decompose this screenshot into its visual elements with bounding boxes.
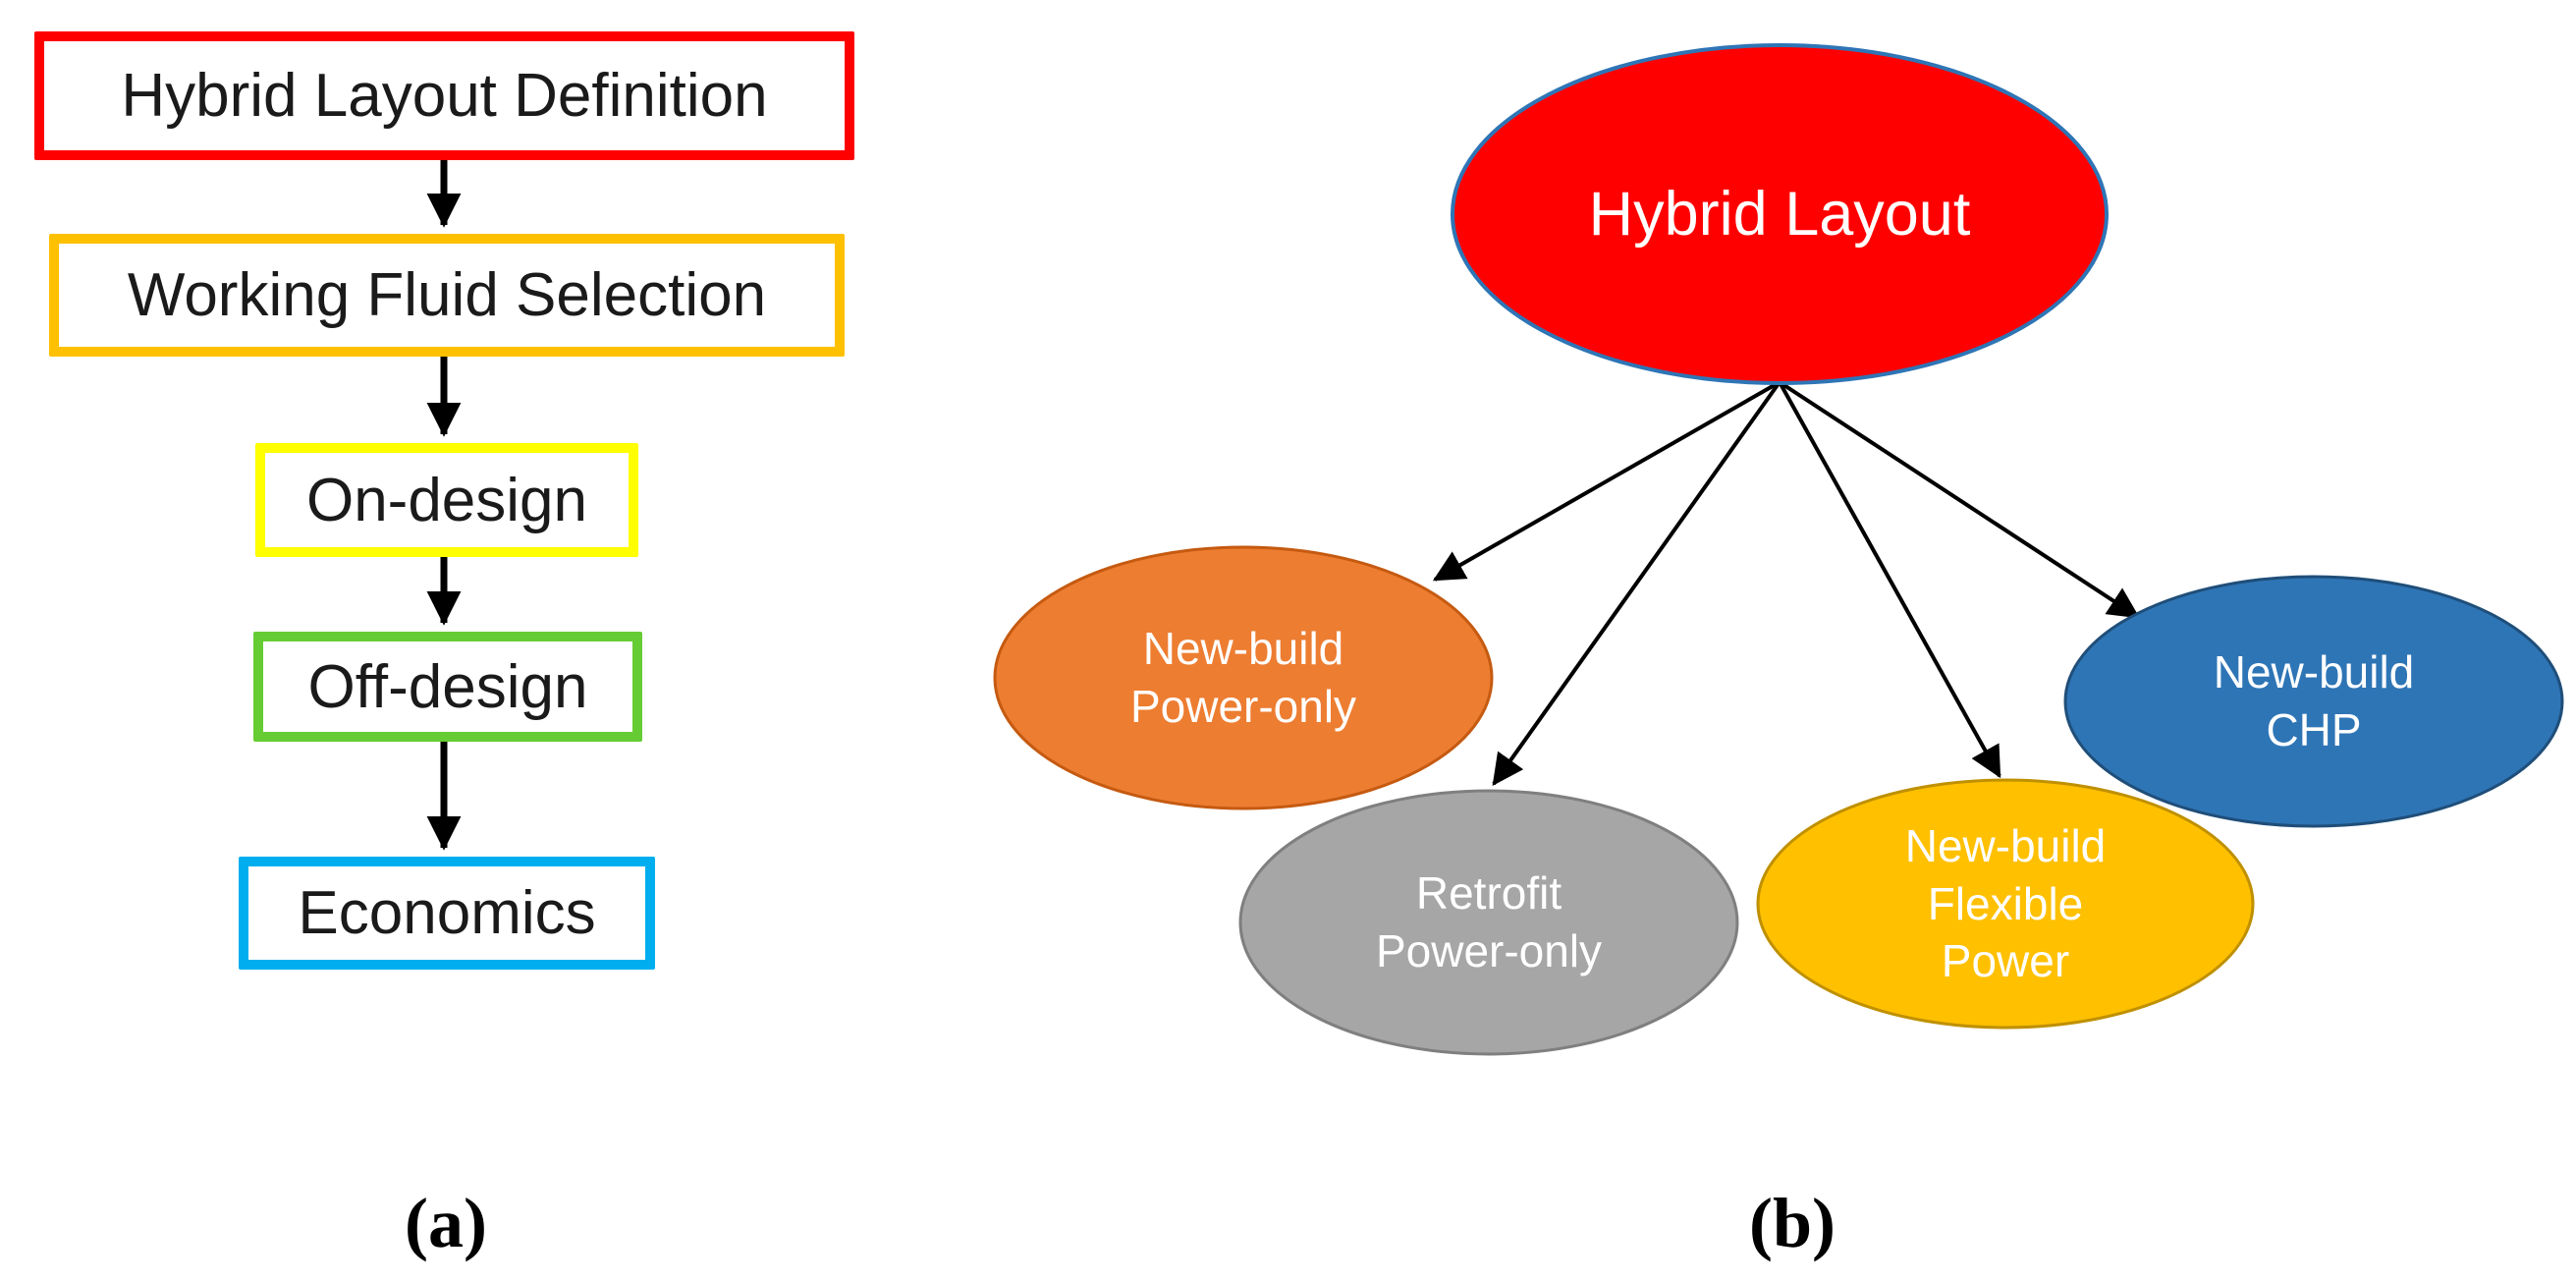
flow-step-working-fluid-selection: Working Fluid Selection: [49, 234, 845, 357]
tree-arrow-newbuild-power-only: [1432, 380, 1781, 582]
tree-arrow-newbuild-flexible-power: [1778, 381, 2001, 779]
flow-step-label: On-design: [305, 466, 588, 534]
flow-step-label: Hybrid Layout Definition: [121, 62, 768, 130]
flow-step-label: Economics: [298, 879, 596, 947]
caption-a: (a): [405, 1183, 487, 1262]
ellipse-retrofit-power-only: [1238, 789, 1739, 1056]
flow-step-off-design: Off-design: [253, 632, 642, 742]
flow-step-economics: Economics: [239, 857, 655, 970]
flow-step-label: Off-design: [307, 652, 588, 721]
ellipse-newbuild-flexible-power: [1756, 778, 2255, 1030]
tree-arrow-retrofit-power-only: [1492, 380, 1781, 786]
flow-step-hybrid-layout-definition: Hybrid Layout Definition: [34, 31, 854, 160]
caption-b: (b): [1749, 1183, 1836, 1262]
ellipse-newbuild-chp: [2063, 575, 2564, 828]
ellipse-hybrid-layout: [1451, 43, 2109, 385]
ellipse-newbuild-power-only: [993, 545, 1494, 810]
flow-step-on-design: On-design: [255, 443, 638, 557]
flow-step-label: Working Fluid Selection: [127, 261, 767, 329]
tree-arrow-newbuild-chp: [1778, 380, 2141, 619]
